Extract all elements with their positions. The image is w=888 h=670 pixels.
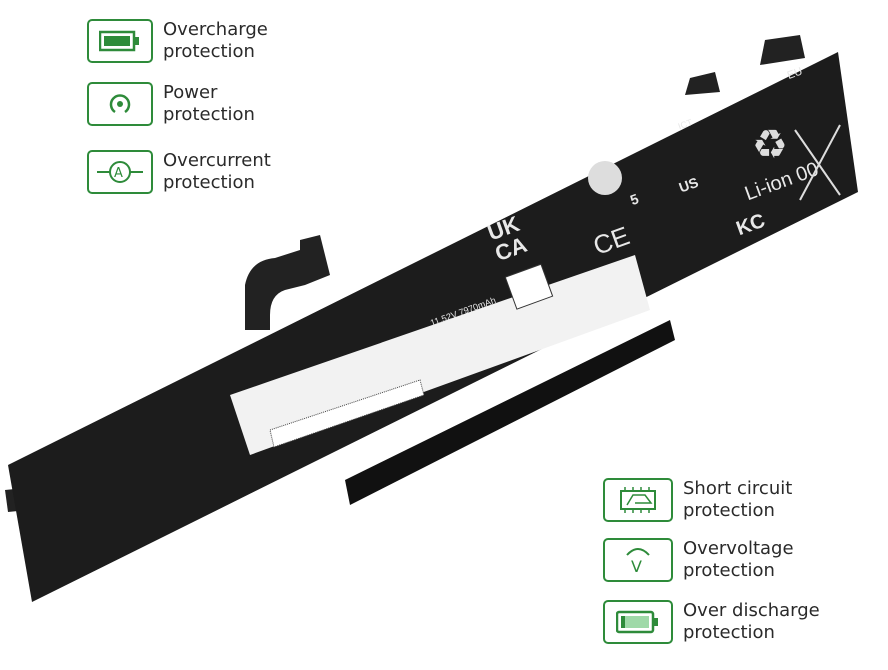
qr-code — [504, 263, 554, 310]
voltmeter-icon: V — [603, 538, 673, 582]
barcode — [269, 379, 425, 448]
svg-text:A: A — [114, 166, 123, 181]
us-mark: US — [677, 174, 701, 196]
power-icon — [87, 82, 153, 126]
feature-title: Overvoltage — [683, 538, 794, 559]
mounting-tab — [760, 35, 805, 65]
battery-full-icon — [87, 19, 153, 63]
feature-subtitle: protection — [683, 560, 775, 581]
ict-mark: ICT — [677, 117, 695, 132]
feature-subtitle: protection — [163, 104, 255, 125]
feature-subtitle: protection — [163, 172, 255, 193]
feature-title: Over discharge — [683, 600, 820, 621]
feature-title: Power — [163, 82, 218, 103]
feature-title: Overcurrent — [163, 150, 271, 171]
circuit-board-icon — [603, 478, 673, 522]
white-label — [230, 255, 650, 455]
feature-title: Short circuit — [683, 478, 793, 499]
recycle-icon: ♻ — [752, 122, 788, 168]
svg-text:V: V — [631, 557, 642, 575]
feature-subtitle: protection — [683, 500, 775, 521]
battery-connector-cable — [245, 235, 330, 330]
feature-subtitle: protection — [163, 41, 255, 62]
feature-subtitle: protection — [683, 622, 775, 643]
weee-bin-icon — [794, 124, 841, 201]
recycle-seal — [588, 161, 622, 195]
battery-bottom-ridge — [345, 320, 675, 505]
battery-low-icon — [603, 600, 673, 644]
ammeter-icon: A — [87, 150, 153, 194]
feature-title: Overcharge — [163, 19, 268, 40]
eu-mark: EU — [786, 65, 805, 82]
mounting-tab — [685, 72, 720, 95]
